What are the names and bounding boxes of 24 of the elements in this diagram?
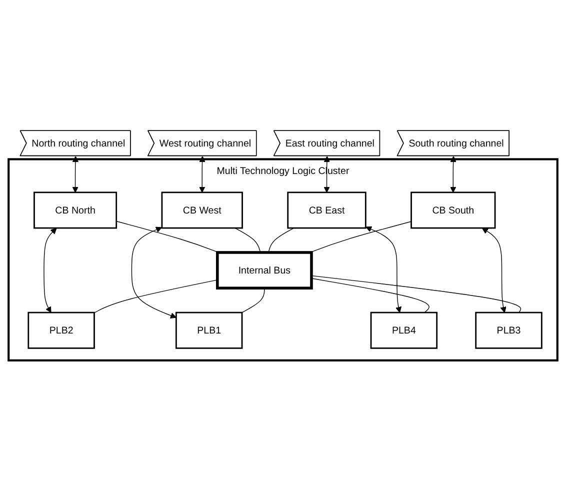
cluster (8, 158, 558, 361)
arrow (366, 226, 402, 312)
connector (116, 220, 219, 252)
node-box (161, 191, 243, 228)
node-box (175, 311, 243, 348)
connector (268, 227, 294, 252)
node-box (34, 191, 118, 228)
arrow (131, 226, 176, 318)
arrow (199, 156, 206, 192)
arrow (482, 227, 506, 312)
node-box (475, 311, 542, 348)
arrow (72, 156, 79, 192)
connector (234, 227, 261, 252)
node-box (28, 311, 95, 348)
node-box (216, 250, 313, 289)
connector (242, 287, 265, 312)
node-box (287, 191, 366, 228)
connector (94, 279, 218, 313)
arrow (450, 156, 456, 192)
connector (311, 278, 430, 312)
node-box (370, 311, 438, 348)
arrow (44, 227, 57, 312)
node-box (410, 191, 496, 228)
connector (311, 274, 522, 312)
